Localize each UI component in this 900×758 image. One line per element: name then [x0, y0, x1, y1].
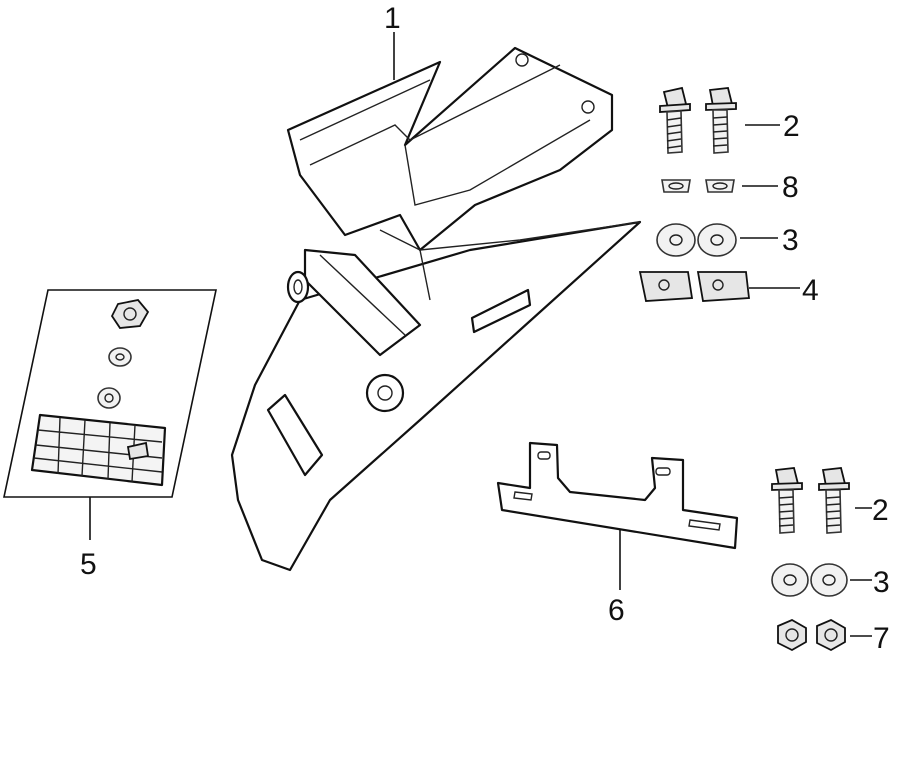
bolt-2-lower-right — [818, 467, 850, 534]
callout-2-lower: 2 — [872, 494, 889, 527]
washer-3-upper-pair — [656, 223, 737, 257]
callout-3-upper: 3 — [782, 224, 799, 257]
bolt-2-upper-right — [705, 87, 737, 154]
reflector-kit-part-5 — [3, 289, 217, 540]
callout-2-upper: 2 — [783, 110, 800, 143]
clip-nut-4-pair — [638, 271, 751, 302]
callout-3-lower: 3 — [873, 566, 890, 599]
lower-fasteners — [771, 467, 872, 652]
grommet-8-pair — [661, 179, 735, 193]
callout-6: 6 — [608, 594, 625, 627]
washer-3-lower-pair — [771, 563, 848, 597]
callout-8: 8 — [782, 171, 799, 204]
callout-5: 5 — [80, 548, 97, 581]
callout-1: 1 — [384, 2, 401, 35]
rear-fender-part-1 — [230, 46, 642, 572]
license-bracket-part-6 — [496, 441, 739, 590]
bolt-2-upper-left — [659, 86, 691, 154]
flange-nut-7-pair — [777, 618, 846, 652]
upper-fasteners — [638, 86, 800, 302]
callout-4: 4 — [802, 274, 819, 307]
bolt-2-lower-left — [771, 467, 803, 534]
callout-7: 7 — [873, 622, 890, 655]
